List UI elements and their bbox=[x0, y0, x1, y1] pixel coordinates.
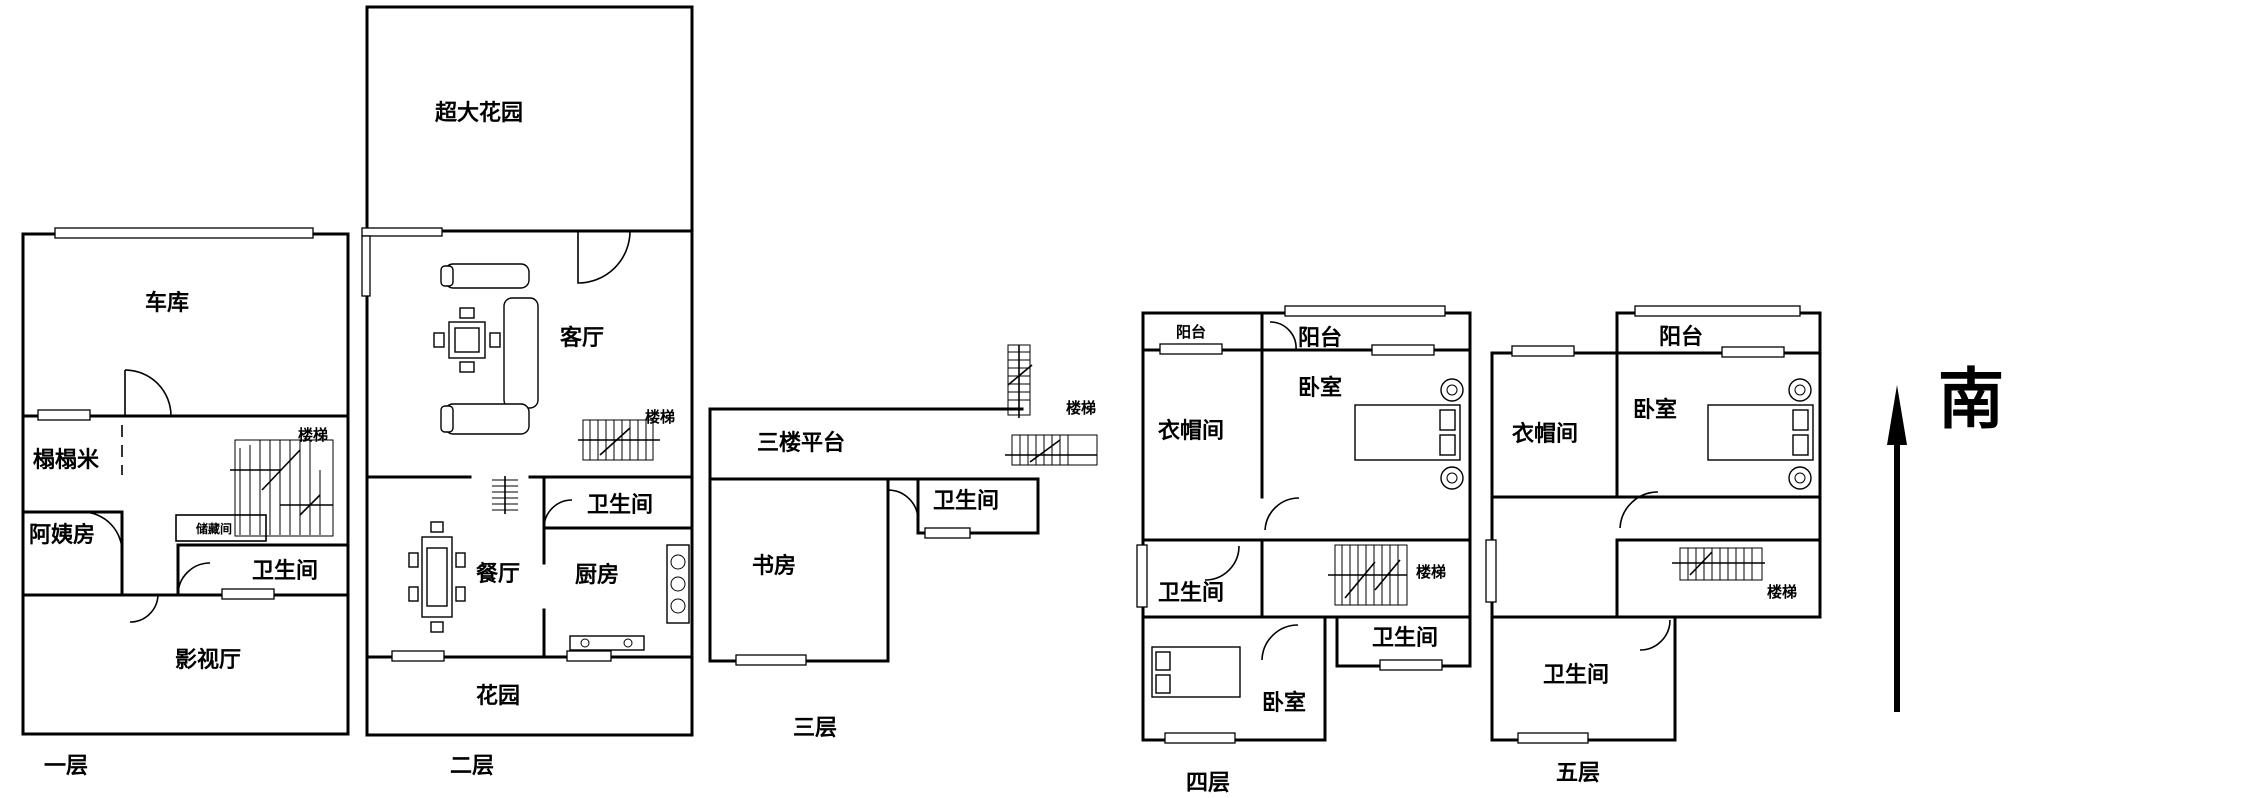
sofa-set-icon bbox=[433, 263, 539, 435]
door-swing bbox=[1269, 321, 1297, 351]
floor-label: 四层 bbox=[1186, 771, 1230, 796]
room-label-stairs: 楼梯 bbox=[1416, 563, 1446, 581]
floor-label: 五层 bbox=[1556, 761, 1600, 786]
floor-1: 车库 榻榻米 阿姨房 储藏间 卫生间 影视厅 楼梯 一层 bbox=[21, 227, 350, 779]
floor-label: 三层 bbox=[793, 716, 837, 741]
storage-room-box bbox=[175, 514, 267, 542]
room-label-balcony: 阳台 bbox=[1298, 325, 1342, 351]
room-label-tatami: 榻榻米 bbox=[33, 448, 100, 473]
room-label-stairs: 楼梯 bbox=[645, 408, 675, 426]
room-label-stairs: 楼梯 bbox=[298, 426, 328, 444]
stairs-icon bbox=[492, 476, 518, 514]
room-label-dining-room: 餐厅 bbox=[476, 562, 520, 587]
floor-5-outline bbox=[1490, 311, 1822, 742]
door-swing bbox=[177, 562, 211, 596]
floor-4: 阳台 阳台 卧室 衣帽间 卫生间 楼梯 卫生间 卧室 四层 bbox=[1136, 305, 1472, 796]
window bbox=[735, 654, 807, 666]
room-label-theater: 影视厅 bbox=[175, 647, 241, 673]
room-label-bathroom: 卫生间 bbox=[252, 559, 318, 584]
window bbox=[1634, 305, 1801, 317]
room-label-bedroom: 卧室 bbox=[1633, 397, 1677, 423]
dining-table-icon bbox=[408, 521, 466, 633]
floor-label: 一层 bbox=[44, 754, 88, 779]
door-swing bbox=[887, 489, 919, 521]
compass-label: 南 bbox=[1938, 361, 2004, 438]
floor-2-outline bbox=[365, 5, 694, 737]
room-label-stairs: 楼梯 bbox=[1066, 399, 1096, 417]
window bbox=[1159, 343, 1223, 355]
stairs-icon bbox=[1672, 547, 1765, 581]
window bbox=[1511, 345, 1575, 357]
door-swing bbox=[1264, 497, 1300, 531]
window bbox=[361, 235, 371, 297]
room-label-big-garden: 超大花园 bbox=[435, 100, 523, 126]
room-label-terrace: 三楼平台 bbox=[757, 430, 845, 456]
door-swing bbox=[1261, 624, 1326, 661]
window bbox=[924, 527, 971, 539]
door-swing bbox=[1639, 619, 1671, 651]
door-swing bbox=[543, 499, 573, 529]
stairs-icon bbox=[578, 419, 660, 461]
floor-label: 二层 bbox=[450, 754, 494, 779]
sink-icon bbox=[569, 635, 645, 651]
window bbox=[1284, 305, 1446, 317]
room-label-closet: 衣帽间 bbox=[1158, 418, 1224, 444]
door-swing bbox=[129, 594, 159, 623]
room-label-kitchen: 厨房 bbox=[575, 562, 619, 588]
window bbox=[221, 588, 275, 600]
window bbox=[37, 409, 91, 421]
room-label-bedroom: 卧室 bbox=[1298, 375, 1342, 401]
room-label-stairs: 楼梯 bbox=[1767, 583, 1797, 601]
door-swing bbox=[124, 369, 172, 417]
door-swing bbox=[81, 511, 123, 556]
arrow-head-icon bbox=[1887, 385, 1907, 445]
window bbox=[1136, 544, 1148, 608]
window bbox=[1371, 344, 1435, 356]
garage-door-window bbox=[54, 227, 314, 239]
floor-5: 阳台 衣帽间 卧室 楼梯 卫生间 五层 bbox=[1485, 305, 1822, 786]
door-swing bbox=[1619, 491, 1659, 529]
room-label-bathroom-right: 卫生间 bbox=[1372, 626, 1438, 651]
room-label-storage: 储藏间 bbox=[196, 521, 232, 536]
door-swing bbox=[577, 230, 631, 284]
bed-icon bbox=[1354, 378, 1464, 490]
room-label-living-room: 客厅 bbox=[560, 325, 604, 351]
stairs-icon bbox=[230, 439, 334, 537]
window bbox=[566, 650, 612, 662]
floor-3: 三楼平台 卫生间 书房 楼梯 三层 bbox=[708, 344, 1098, 741]
room-label-closet: 衣帽间 bbox=[1512, 421, 1578, 447]
compass: 南 bbox=[1887, 361, 2004, 712]
floor-3-outline bbox=[708, 407, 1024, 663]
room-label-balcony-small: 阳台 bbox=[1176, 323, 1206, 341]
window bbox=[1517, 732, 1589, 744]
bed-icon bbox=[1707, 378, 1814, 490]
room-label-garage: 车库 bbox=[145, 290, 189, 316]
window bbox=[361, 227, 443, 237]
bed-icon bbox=[1151, 646, 1241, 698]
stove-icon bbox=[666, 544, 690, 624]
window bbox=[1721, 346, 1785, 358]
room-label-bathroom: 卫生间 bbox=[933, 489, 999, 514]
room-label-bedroom-lower: 卧室 bbox=[1262, 690, 1306, 716]
room-label-maid-room: 阿姨房 bbox=[29, 522, 95, 548]
window bbox=[1164, 732, 1236, 744]
room-label-balcony: 阳台 bbox=[1659, 324, 1703, 350]
room-label-bathroom: 卫生间 bbox=[587, 493, 653, 518]
room-label-bathroom-left: 卫生间 bbox=[1158, 581, 1224, 606]
window bbox=[1379, 659, 1443, 671]
window bbox=[1485, 539, 1497, 603]
window bbox=[391, 650, 445, 662]
door-swing bbox=[1204, 545, 1240, 581]
floor-2: 超大花园 客厅 楼梯 卫生间 餐厅 厨房 花园 二层 bbox=[361, 5, 694, 779]
stairs-icon bbox=[1328, 544, 1408, 606]
room-label-study: 书房 bbox=[752, 553, 796, 579]
room-label-garden: 花园 bbox=[476, 683, 520, 709]
stairs-icon bbox=[1005, 344, 1098, 466]
room-label-bathroom: 卫生间 bbox=[1543, 663, 1609, 688]
